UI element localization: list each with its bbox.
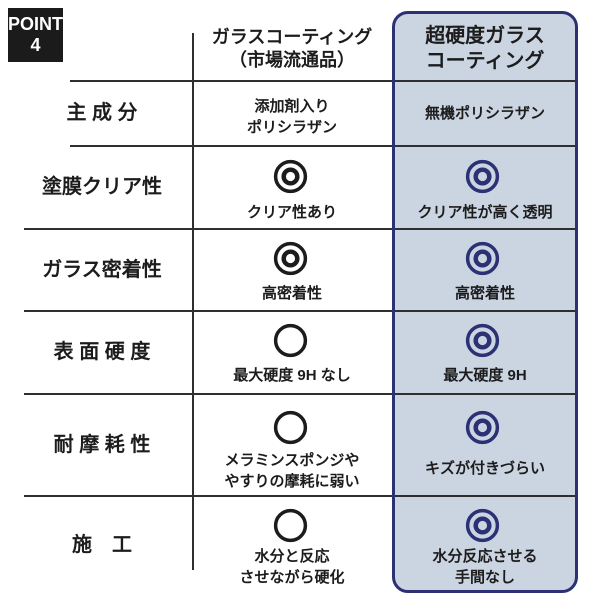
- row-divider: [70, 145, 575, 147]
- row-divider: [24, 310, 575, 312]
- point-badge-label: POINT: [8, 14, 64, 34]
- cell-text: 高密着性: [454, 285, 515, 302]
- cell-text: 最大硬度 9H: [443, 367, 527, 384]
- market-hardness-cell: 最大硬度 9H なし: [197, 365, 387, 386]
- cell-text: 添加剤入り: [254, 98, 330, 115]
- product-column-header: 超硬度ガラス コーティング: [394, 24, 576, 74]
- single-circle-icon: [273, 323, 308, 358]
- cell-text: 水分反応させる: [432, 548, 538, 565]
- cell-text: 無機ポリシラザン: [424, 105, 545, 122]
- market-abrasion-cell: メラミンスポンジや やすりの摩耗に弱い: [197, 450, 387, 492]
- cell-text: 水分と反応: [254, 548, 330, 565]
- double-circle-icon: [273, 241, 308, 276]
- double-circle-icon: [465, 159, 500, 194]
- cell-text: させながら硬化: [239, 569, 345, 586]
- market-column-title-line1: ガラスコーティング: [211, 27, 373, 47]
- cell-text: ポリシラザン: [246, 119, 337, 136]
- market-clarity-cell: クリア性あり: [197, 202, 387, 223]
- double-circle-icon: [465, 410, 500, 445]
- row-divider: [24, 495, 575, 497]
- cell-text: メラミンスポンジや: [224, 452, 360, 469]
- single-circle-icon: [273, 508, 308, 543]
- market-column-header: ガラスコーティング （市場流通品）: [197, 26, 387, 72]
- row-label-glass-adhesion: ガラス密着性: [42, 259, 162, 281]
- row-divider: [24, 228, 575, 230]
- double-circle-icon: [465, 241, 500, 276]
- double-circle-icon: [465, 323, 500, 358]
- row-label-abrasion-resistance: 耐 摩 耗 性: [53, 434, 151, 456]
- row-label-surface-hardness: 表 面 硬 度: [53, 341, 151, 363]
- market-column-title-line2: （市場流通品）: [229, 50, 355, 70]
- product-hardness-cell: 最大硬度 9H: [394, 365, 576, 386]
- cell-text: クリア性あり: [246, 204, 337, 221]
- row-label-main-component: 主 成 分: [66, 102, 138, 124]
- column-divider: [192, 33, 194, 570]
- cell-text: キズが付きづらい: [424, 460, 545, 477]
- cell-text: 高密着性: [261, 285, 322, 302]
- row-label-coating-clarity: 塗膜クリア性: [42, 176, 162, 198]
- product-main-component-cell: 無機ポリシラザン: [394, 103, 576, 124]
- market-application-cell: 水分と反応 させながら硬化: [197, 546, 387, 588]
- row-divider: [24, 393, 575, 395]
- cell-text: クリア性が高く透明: [417, 204, 553, 221]
- product-application-cell: 水分反応させる 手間なし: [394, 546, 576, 588]
- product-column-title-line1: 超硬度ガラス: [425, 25, 545, 47]
- point-badge: POINT 4: [8, 8, 63, 62]
- cell-text: 最大硬度 9H なし: [233, 367, 351, 384]
- single-circle-icon: [273, 410, 308, 445]
- double-circle-icon: [465, 508, 500, 543]
- point-badge-number: 4: [30, 35, 41, 55]
- market-adhesion-cell: 高密着性: [197, 283, 387, 304]
- double-circle-icon: [273, 159, 308, 194]
- cell-text: 手間なし: [454, 569, 515, 586]
- product-clarity-cell: クリア性が高く透明: [394, 202, 576, 223]
- product-adhesion-cell: 高密着性: [394, 283, 576, 304]
- market-main-component-cell: 添加剤入り ポリシラザン: [197, 96, 387, 138]
- cell-text: やすりの摩耗に弱い: [224, 473, 360, 490]
- row-label-application: 施 工: [72, 534, 132, 556]
- header-divider: [70, 80, 575, 82]
- product-abrasion-cell: キズが付きづらい: [394, 458, 576, 479]
- product-column-title-line2: コーティング: [425, 50, 545, 72]
